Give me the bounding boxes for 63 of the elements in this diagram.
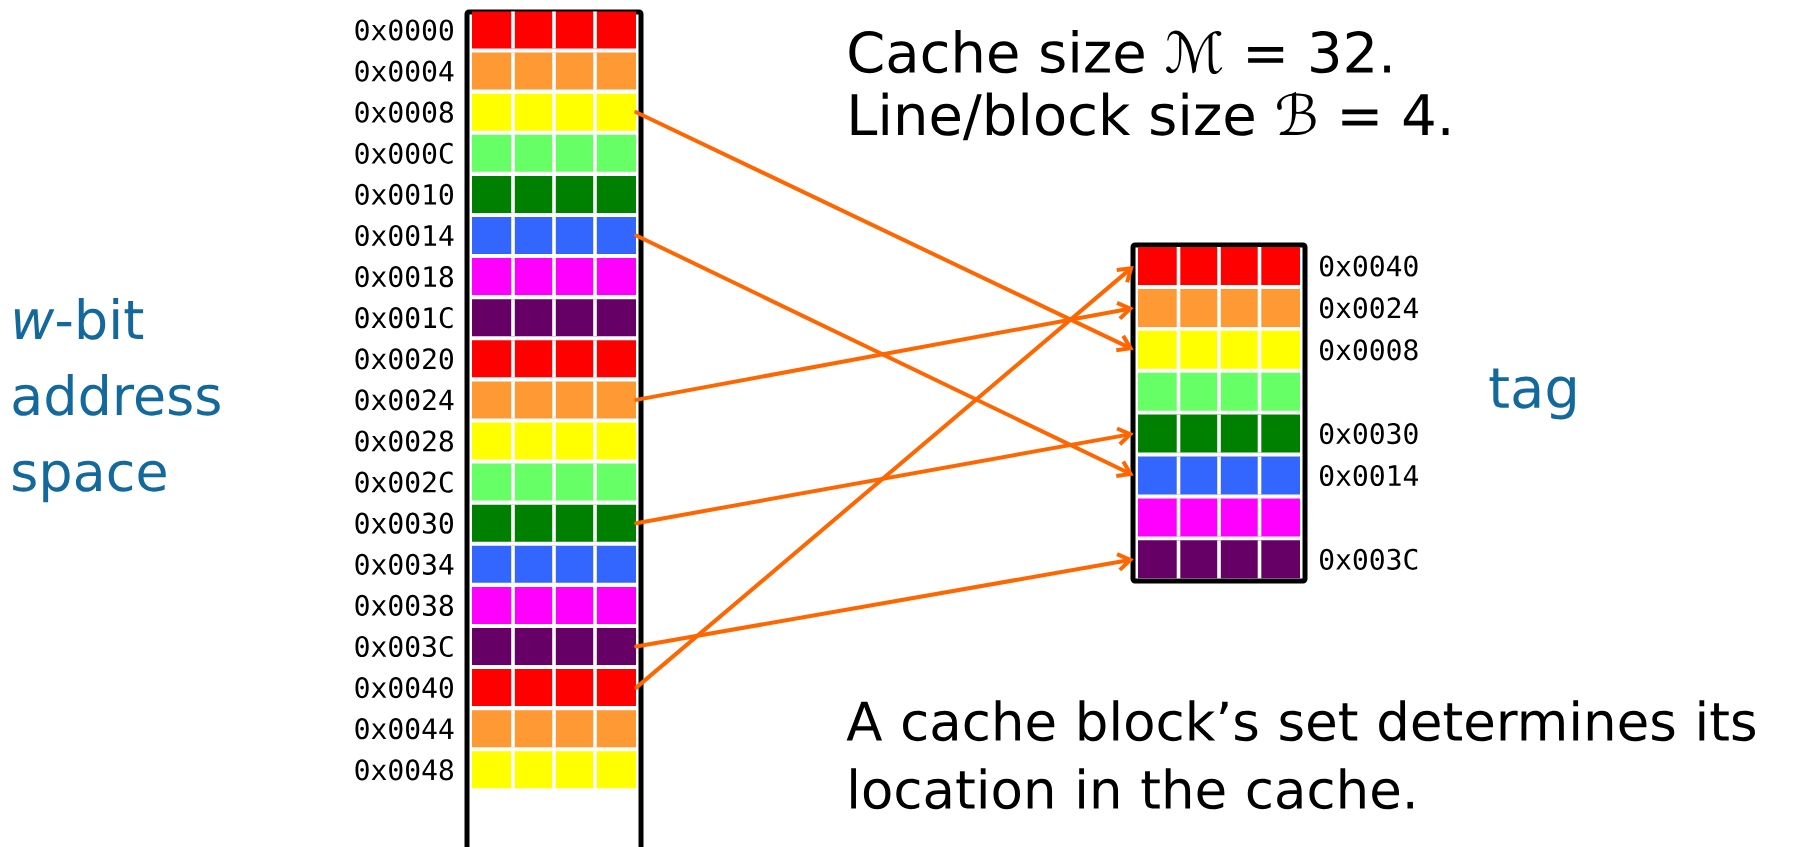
arrow — [634, 110, 1134, 353]
address-label: 0x003C — [355, 635, 453, 658]
block-row — [472, 52, 636, 90]
address-label: 0x0048 — [355, 759, 453, 781]
address-label: 0x0028 — [355, 430, 453, 452]
block-row — [1138, 330, 1300, 369]
address-label: 0x0008 — [355, 101, 453, 123]
block-row — [472, 134, 636, 172]
block-row — [472, 545, 636, 583]
block-row — [472, 299, 636, 337]
tag-label: tag — [1489, 368, 1575, 420]
block-row — [472, 586, 636, 624]
block-row — [472, 422, 636, 460]
block-row — [1138, 540, 1300, 579]
block-row — [1138, 247, 1300, 285]
address-label: 0x0004 — [355, 60, 454, 82]
block-row — [472, 381, 636, 419]
block-row — [472, 258, 636, 296]
address-label: 0x0014 — [1320, 464, 1418, 487]
block-row — [472, 93, 636, 131]
block-row — [1138, 498, 1300, 537]
address-label: 0x0000 — [355, 19, 453, 41]
address-label: 0x0010 — [355, 183, 453, 205]
block-row — [1138, 288, 1300, 327]
arrow — [634, 301, 1134, 402]
block-row — [472, 669, 636, 707]
block-row — [472, 710, 636, 748]
address-label: 0x002C — [355, 471, 453, 493]
block-row — [472, 463, 636, 501]
address-label: 0x001C — [355, 307, 453, 329]
address-label: 0x003C — [1320, 548, 1418, 570]
block-row — [472, 628, 636, 665]
block-row — [472, 751, 636, 789]
block-row — [472, 175, 636, 213]
caption-text: A cache block’s set determines its location in the cache. — [846, 700, 1755, 810]
address-label: 0x0024 — [1320, 297, 1418, 319]
address-label: 0x0014 — [355, 224, 454, 247]
block-row — [472, 504, 636, 542]
block-row — [472, 340, 636, 378]
arrow — [634, 266, 1134, 690]
block-row — [1138, 414, 1300, 453]
arrow — [634, 426, 1134, 526]
address-label: 0x0038 — [355, 594, 453, 616]
address-label: 0x0040 — [355, 677, 453, 699]
arrow — [634, 233, 1134, 478]
address-label: 0x0044 — [355, 718, 454, 740]
address-label: 0x0008 — [1320, 339, 1418, 361]
address-label: 0x0030 — [1320, 423, 1418, 445]
caption-text: Cache size ℳ = 32. — [849, 29, 1390, 75]
arrow — [634, 552, 1134, 649]
block-row — [472, 11, 636, 49]
block-row — [472, 217, 636, 254]
address-label: 0x0018 — [355, 266, 453, 288]
address-label: 0x000C — [355, 142, 453, 164]
address-label: 0x0024 — [355, 389, 454, 411]
caption-text: Line/block size ℬ = 4. — [851, 91, 1449, 141]
axis-label: w-bit address space — [13, 297, 220, 503]
address-label: 0x0040 — [1320, 255, 1418, 277]
block-row — [1138, 456, 1300, 495]
address-label: 0x0030 — [355, 512, 453, 534]
address-label: 0x0034 — [355, 553, 454, 575]
block-row — [1138, 372, 1300, 411]
address-label: 0x0020 — [355, 348, 453, 370]
